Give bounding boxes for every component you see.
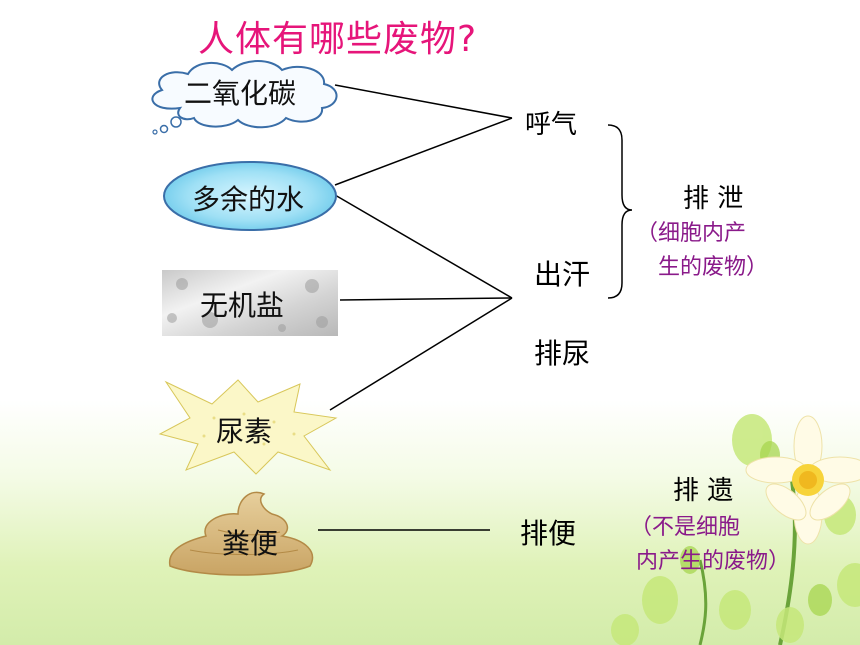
cloud-shape <box>151 60 338 135</box>
process-defecate: 排便 <box>520 517 577 550</box>
excretion-note-line1: （细胞内产 <box>636 221 747 246</box>
process-urine: 排尿 <box>534 337 591 370</box>
process-sweat: 出汗 <box>534 258 591 291</box>
excretion-note-line2: 生的废物） <box>658 255 769 280</box>
egestion-note-line1: （不是细胞 <box>630 515 741 540</box>
waste-urea: 尿素 <box>216 415 273 448</box>
category-egestion: 排 遗 <box>673 476 734 506</box>
category-excretion: 排 泄 <box>683 184 744 214</box>
salt-rock-shape <box>162 270 338 336</box>
excretion-bracket <box>607 124 633 299</box>
process-breath: 呼气 <box>525 110 578 140</box>
urea-burst-shape <box>158 379 338 475</box>
line-water-breath <box>334 117 513 186</box>
feces-pile-shape <box>169 491 314 576</box>
line-urea-sweat <box>329 297 513 411</box>
waste-co2: 二氧化碳 <box>184 77 297 110</box>
waste-salt: 无机盐 <box>200 289 285 322</box>
line-co2-breath <box>334 84 513 119</box>
waste-water: 多余的水 <box>192 183 305 216</box>
page-title: 人体有哪些废物? <box>198 19 478 60</box>
line-salt-sweat <box>339 297 513 301</box>
egestion-note-line2: 内产生的废物） <box>636 549 791 574</box>
water-ellipse-shape <box>163 161 337 231</box>
waste-feces: 粪便 <box>222 527 279 560</box>
line-water-sweat <box>334 194 513 299</box>
